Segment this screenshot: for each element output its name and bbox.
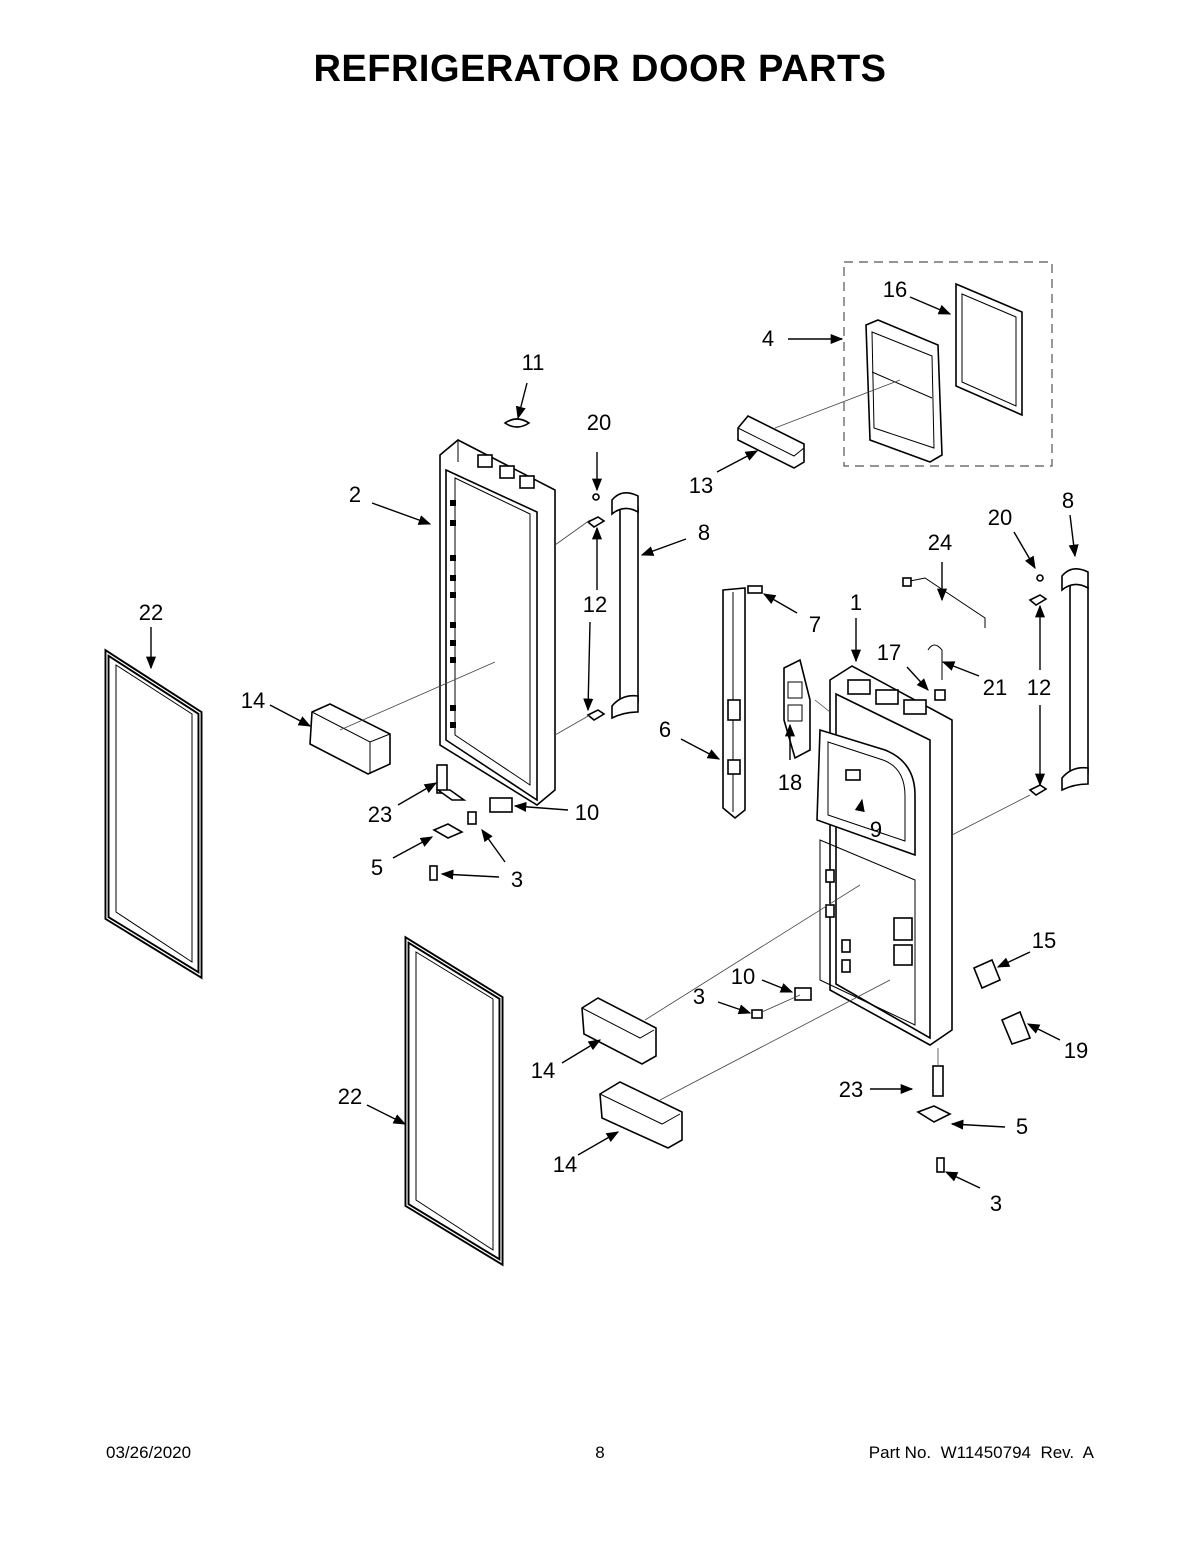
right-lower-door-gasket <box>404 935 504 1267</box>
callout-14b: 14 <box>531 1058 555 1083</box>
callout-14a: 14 <box>241 688 265 713</box>
callout-23a: 23 <box>368 802 392 827</box>
left-door-liner <box>439 439 556 806</box>
page-title: REFRIGERATOR DOOR PARTS <box>313 48 887 90</box>
left-door-hardware <box>429 418 606 881</box>
right-door-handle <box>1061 568 1089 792</box>
callout-5a: 5 <box>371 855 383 880</box>
callout-14c: 14 <box>553 1152 577 1177</box>
callout-8a: 8 <box>698 520 710 545</box>
callout-18: 18 <box>778 770 802 795</box>
callout-2: 2 <box>349 482 361 507</box>
callout-22b: 22 <box>338 1084 362 1109</box>
callout-16: 16 <box>883 277 907 302</box>
callout-11: 11 <box>522 350 545 375</box>
right-door-liner <box>816 665 953 1046</box>
callout-4: 4 <box>762 326 774 351</box>
callout-9: 9 <box>870 817 882 842</box>
callout-1: 1 <box>850 590 862 615</box>
footer-date: 03/26/2020 <box>106 1443 192 1462</box>
callout-5b: 5 <box>1016 1114 1028 1139</box>
callout-17: 17 <box>877 640 901 665</box>
callout-labels: 2 11 20 8 12 22 14 23 10 5 3 4 16 13 7 6… <box>139 277 1088 1216</box>
callout-3c: 3 <box>990 1191 1002 1216</box>
footer-page-number: 8 <box>595 1443 605 1462</box>
callout-15: 15 <box>1032 928 1056 953</box>
callout-10b: 10 <box>731 964 755 989</box>
kit-boundary-box <box>843 261 1053 467</box>
footer-part-number: Part No. W11450794 Rev. A <box>868 1443 1094 1462</box>
left-door-gasket <box>104 648 203 980</box>
right-door-bin-upper <box>581 997 657 1065</box>
control-module-18 <box>783 658 811 760</box>
dispenser-cover-kit <box>865 282 1023 463</box>
reference-lines <box>339 379 1031 1101</box>
dispenser-bin <box>737 415 805 469</box>
callout-8b: 8 <box>1062 488 1074 513</box>
callout-12a: 12 <box>583 592 607 617</box>
callout-24: 24 <box>928 530 952 555</box>
callout-19: 19 <box>1064 1038 1088 1063</box>
callout-23b: 23 <box>839 1077 863 1102</box>
callout-3b: 3 <box>693 984 705 1009</box>
right-door-hardware <box>751 574 1048 1173</box>
callout-20b: 20 <box>988 505 1012 530</box>
left-door-handle <box>611 492 639 720</box>
callout-3a: 3 <box>511 867 523 892</box>
left-door-bin <box>309 703 391 775</box>
callout-21: 21 <box>983 675 1007 700</box>
callout-10a: 10 <box>575 800 599 825</box>
right-door-bin-lower <box>599 1081 683 1149</box>
screw-7 <box>747 585 763 594</box>
callout-12b: 12 <box>1027 675 1051 700</box>
leader-arrows <box>145 296 1079 1189</box>
callout-7: 7 <box>809 612 821 637</box>
callout-22a: 22 <box>139 600 163 625</box>
callout-13: 13 <box>689 473 713 498</box>
door-bracket-6 <box>722 587 746 820</box>
callout-20a: 20 <box>587 410 611 435</box>
callout-6: 6 <box>659 717 671 742</box>
